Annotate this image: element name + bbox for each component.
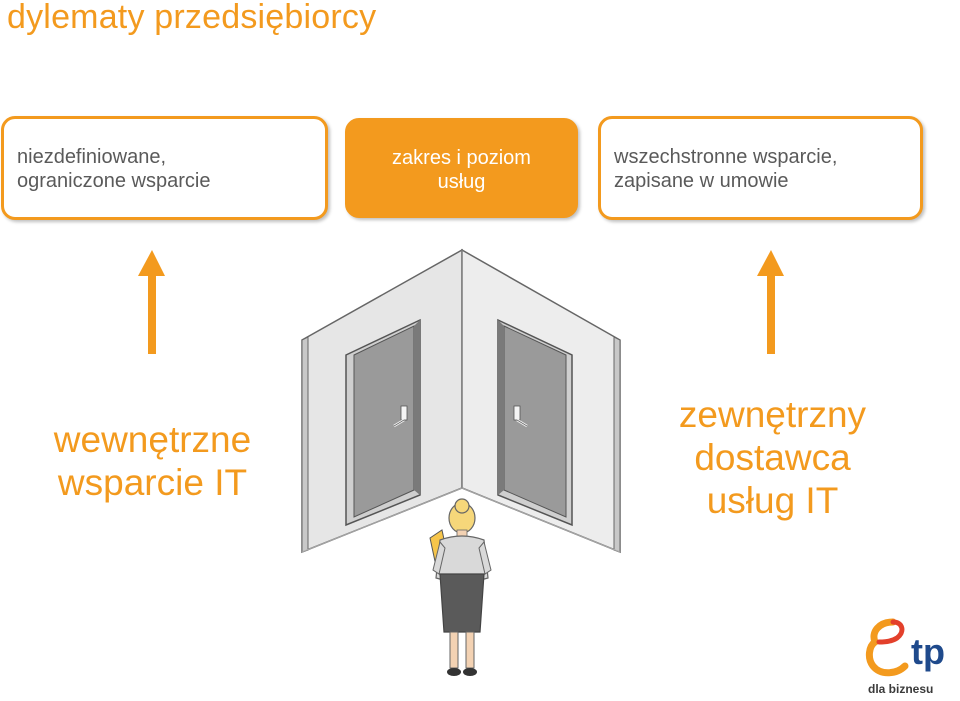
option-box-undefined-support: niezdefiniowane, ograniczone wsparcie bbox=[1, 116, 328, 220]
brand-caption: dla biznesu bbox=[868, 682, 934, 696]
option-line: wszechstronne wsparcie, bbox=[614, 146, 838, 168]
option-line: ograniczone wsparcie bbox=[17, 170, 211, 192]
page-title: dylematy przedsiębiorcy bbox=[7, 0, 377, 36]
option-line: zapisane w umowie bbox=[614, 170, 789, 192]
choice-external-provider: zewnętrzny dostawca usług IT bbox=[650, 393, 895, 522]
choice-line: wewnętrzne bbox=[53, 419, 252, 460]
choice-line: wsparcie IT bbox=[57, 462, 248, 503]
choice-line: dostawca bbox=[694, 437, 851, 478]
choice-line: zewnętrzny bbox=[678, 394, 867, 435]
choice-internal-it: wewnętrzne wsparcie IT bbox=[30, 418, 275, 504]
choice-line: usług IT bbox=[706, 480, 839, 521]
two-doors-illustration bbox=[301, 248, 621, 676]
option-line: usług bbox=[437, 171, 486, 193]
businesswoman-figure bbox=[429, 498, 492, 676]
tp-logo: tp bbox=[865, 618, 945, 677]
option-box-comprehensive-support: wszechstronne wsparcie, zapisane w umowi… bbox=[598, 116, 923, 220]
option-box-service-scope: zakres i poziom usług bbox=[345, 118, 578, 218]
option-line: zakres i poziom bbox=[392, 147, 531, 169]
option-line: niezdefiniowane, bbox=[17, 146, 166, 168]
logo-text: tp bbox=[911, 631, 945, 672]
up-arrow-icon bbox=[138, 250, 165, 354]
up-arrow-icon bbox=[757, 250, 784, 354]
